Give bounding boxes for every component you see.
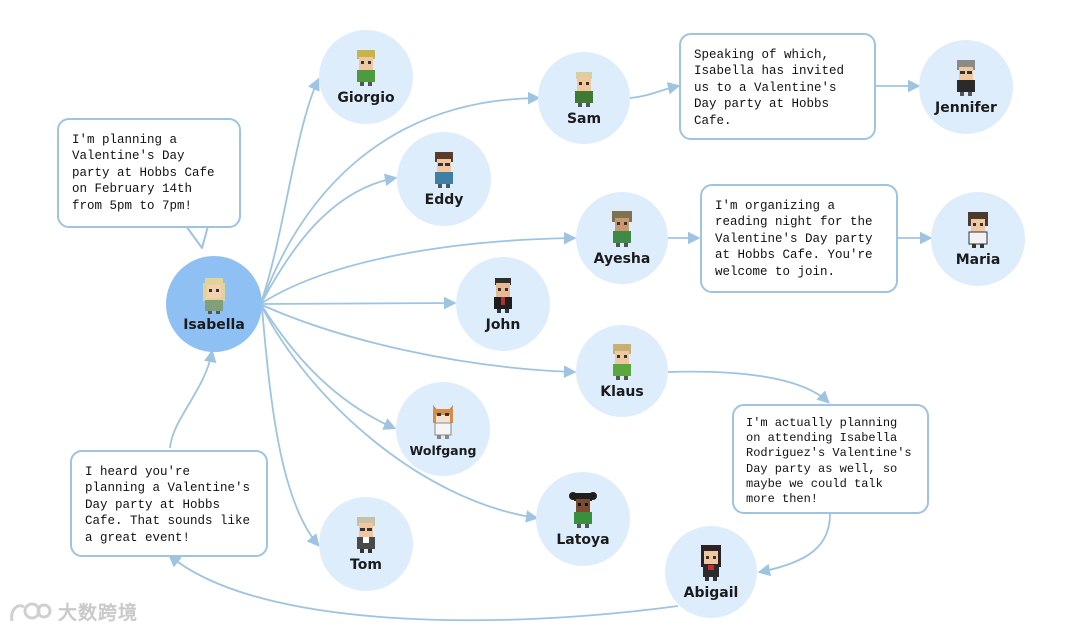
- node-ayesha[interactable]: Ayesha: [576, 192, 668, 284]
- edge-klaus-bubble: [667, 370, 830, 404]
- node-klaus[interactable]: Klaus: [576, 325, 668, 417]
- watermark-text: 大数跨境: [58, 602, 139, 624]
- node-sam-label: Sam: [566, 111, 602, 127]
- bubble-tail: [185, 225, 209, 249]
- node-eddy[interactable]: Eddy: [397, 132, 491, 226]
- edge-isabella-wolfgang: [261, 305, 397, 430]
- latoya-avatar-icon: [569, 492, 597, 528]
- node-tom[interactable]: Tom: [319, 497, 413, 591]
- edge-isabella-tom: [261, 307, 320, 547]
- node-john-label: John: [485, 317, 521, 333]
- node-isabella-label: Isabella: [183, 317, 245, 333]
- node-klaus-label: Klaus: [600, 384, 644, 400]
- node-maria-label: Maria: [955, 252, 1001, 268]
- node-wolfgang-label: Wolfgang: [409, 442, 477, 458]
- node-tom-label: Tom: [350, 557, 382, 573]
- node-john[interactable]: John: [456, 257, 550, 351]
- node-eddy-label: Eddy: [424, 192, 464, 208]
- bubble-isabella: I'm planning a Valentine's Day party at …: [57, 118, 241, 228]
- edge-isabella-giorgio: [261, 77, 320, 301]
- node-giorgio[interactable]: Giorgio: [319, 30, 413, 124]
- abigail-avatar-icon: [701, 545, 721, 581]
- edge-klaus-bubble-abigail: [757, 513, 831, 577]
- giorgio-avatar-icon: [357, 50, 375, 86]
- bubble-abigail: I heard you're planning a Valentine's Da…: [70, 450, 268, 557]
- node-ayesha-label: Ayesha: [593, 251, 651, 267]
- sam-avatar-icon: [575, 72, 593, 107]
- edge-isabella-john: [261, 296, 457, 310]
- watermark-logo-icon: [10, 602, 52, 621]
- edge-bubble-isabella: [169, 349, 217, 449]
- node-wolfgang[interactable]: Wolfgang: [396, 382, 490, 476]
- isabella-avatar-icon: [203, 278, 225, 314]
- wolfgang-avatar-icon: [433, 404, 453, 439]
- node-abigail[interactable]: Abigail: [665, 526, 757, 618]
- node-latoya[interactable]: Latoya: [536, 472, 630, 566]
- bubble-ayesha: I'm organizing a reading night for the V…: [700, 184, 898, 293]
- node-jennifer[interactable]: Jennifer: [919, 40, 1013, 134]
- john-avatar-icon: [494, 278, 512, 313]
- klaus-avatar-icon: [613, 344, 631, 380]
- maria-avatar-icon: [968, 212, 988, 248]
- ayesha-avatar-icon: [612, 211, 632, 247]
- bubble-klaus: I'm actually planning on attending Isabe…: [732, 404, 929, 514]
- edge-isabella-ayesha: [261, 231, 577, 304]
- tom-avatar-icon: [357, 517, 375, 553]
- edge-isabella-klaus: [261, 304, 577, 378]
- edge-sam-bubble: [629, 82, 681, 99]
- bubble-sam: Speaking of which, Isabella has invited …: [679, 33, 876, 140]
- node-sam[interactable]: Sam: [538, 52, 630, 144]
- node-giorgio-label: Giorgio: [337, 90, 395, 106]
- node-latoya-label: Latoya: [556, 532, 610, 548]
- eddy-avatar-icon: [435, 152, 453, 188]
- node-abigail-label: Abigail: [683, 585, 739, 601]
- watermark: 大数跨境: [8, 598, 138, 625]
- edge-isabella-latoya: [261, 306, 539, 523]
- edge-isabella-eddy: [261, 173, 398, 303]
- node-jennifer-label: Jennifer: [935, 100, 997, 116]
- jennifer-avatar-icon: [957, 60, 975, 96]
- node-maria[interactable]: Maria: [931, 192, 1025, 286]
- node-isabella[interactable]: Isabella: [166, 256, 262, 352]
- edge-isabella-sam: [261, 91, 541, 303]
- edge-abigail-bubble: [168, 554, 679, 622]
